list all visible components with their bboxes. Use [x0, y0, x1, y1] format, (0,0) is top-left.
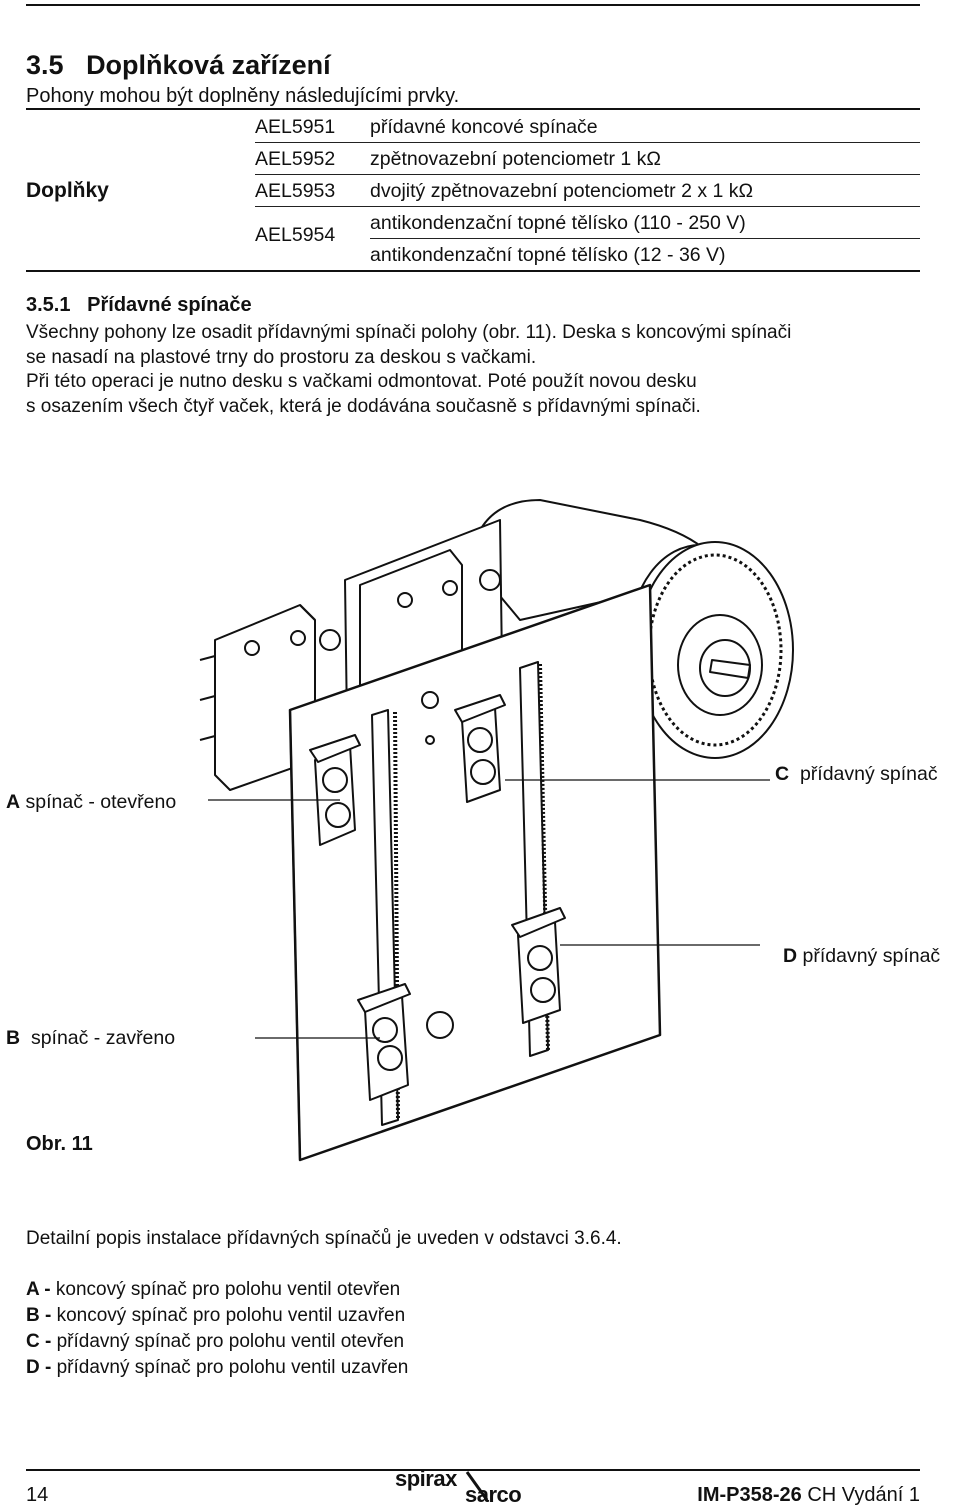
section-title: Doplňková zařízení: [86, 50, 331, 80]
section-number: 3.5: [26, 50, 64, 80]
subsection-title: Přídavné spínače: [87, 294, 252, 316]
table-desc-3: dvojitý zpětnovazební potenciometr 2 x 1…: [370, 180, 754, 202]
callout-d-letter: D: [783, 945, 798, 967]
body-line-3: Při této operaci je nutno desku s vačkam…: [26, 371, 697, 393]
callout-c-letter: C: [775, 763, 790, 785]
legend-item-c: C - přídavný spínač pro polohu ventil ot…: [26, 1329, 408, 1355]
table-desc-4: antikondenzační topné tělísko (110 - 250…: [370, 212, 746, 234]
legend-item-a: A - koncový spínač pro polohu ventil ote…: [26, 1277, 408, 1303]
callout-d: D přídavný spínač: [783, 945, 940, 968]
table-group-label: Doplňky: [26, 179, 109, 202]
callout-c: C přídavný spínač: [775, 763, 938, 786]
legend-text-d: přídavný spínač pro polohu ventil uzavře…: [56, 1357, 409, 1378]
logo-bottom: sarco: [465, 1482, 522, 1507]
callout-a: A spínač - otevřeno: [6, 791, 176, 814]
callout-d-text: přídavný spínač: [802, 945, 941, 967]
table-bottom-rule: [26, 270, 920, 272]
legend-key-c: C -: [26, 1331, 52, 1352]
table-top-rule: [26, 108, 920, 110]
legend-item-b: B - koncový spínač pro polohu ventil uza…: [26, 1303, 408, 1329]
callout-b-text: spínač - zavřeno: [30, 1027, 176, 1049]
legend-text-a: koncový spínač pro polohu ventil otevřen: [55, 1279, 401, 1300]
logo-top: spirax: [395, 1466, 457, 1491]
table-desc-1: přídavné koncové spínače: [370, 116, 598, 138]
table-desc-2: zpětnovazební potenciometr 1 kΩ: [370, 148, 661, 170]
section-heading: 3.5 Doplňková zařízení: [26, 50, 331, 81]
page-number: 14: [26, 1484, 49, 1506]
subsection-number: 3.5.1: [26, 294, 71, 316]
top-rule: [26, 4, 920, 6]
legend-text-b: koncový spínač pro polohu ventil uzavřen: [56, 1305, 406, 1326]
table-rule-4: [370, 238, 920, 239]
table-rule-2: [255, 174, 920, 175]
subsection-body: Všechny pohony lze osadit přídavnými spí…: [26, 321, 791, 419]
install-note: Detailní popis instalace přídavných spín…: [26, 1228, 622, 1249]
doc-reference: IM-P358-26 CH Vydání 1: [697, 1483, 920, 1508]
table-code-3: AEL5953: [255, 180, 336, 202]
subsection-heading: 3.5.1 Přídavné spínače: [26, 294, 252, 317]
table-code-1: AEL5951: [255, 116, 336, 138]
legend-key-d: D -: [26, 1357, 52, 1378]
table-code-2: AEL5952: [255, 148, 336, 170]
legend-key-a: A -: [26, 1279, 51, 1300]
body-line-1: Všechny pohony lze osadit přídavnými spí…: [26, 322, 792, 343]
legend-key-b: B -: [26, 1305, 52, 1326]
callout-c-text: přídavný spínač: [799, 763, 938, 785]
table-desc-5: antikondenzační topné tělísko (12 - 36 V…: [370, 244, 726, 266]
edition: CH Vydání 1: [807, 1484, 920, 1506]
legend-list: A - koncový spínač pro polohu ventil ote…: [26, 1277, 408, 1381]
callout-b: B spínač - zavřeno: [6, 1027, 175, 1050]
table-rule-1: [255, 142, 920, 143]
body-line-2: se nasadí na plastové trny do prostoru z…: [26, 346, 537, 368]
callout-a-text: spínač - otevřeno: [25, 791, 177, 813]
table-code-4: AEL5954: [255, 224, 336, 246]
callout-a-letter: A: [6, 791, 21, 813]
doc-code: IM-P358-26: [697, 1484, 802, 1506]
figure-caption: Obr. 11: [26, 1133, 93, 1155]
spirax-sarco-logo: spirax sarco: [395, 1466, 555, 1507]
legend-text-c: přídavný spínač pro polohu ventil otevře…: [56, 1331, 405, 1352]
section-intro: Pohony mohou být doplněny následujícími …: [26, 85, 460, 107]
table-rule-3: [255, 206, 920, 207]
footer-rule: [26, 1469, 920, 1471]
body-line-4: s osazením všech čtyř vaček, která je do…: [26, 395, 701, 417]
legend-item-d: D - přídavný spínač pro polohu ventil uz…: [26, 1355, 408, 1381]
callout-b-letter: B: [6, 1027, 21, 1049]
